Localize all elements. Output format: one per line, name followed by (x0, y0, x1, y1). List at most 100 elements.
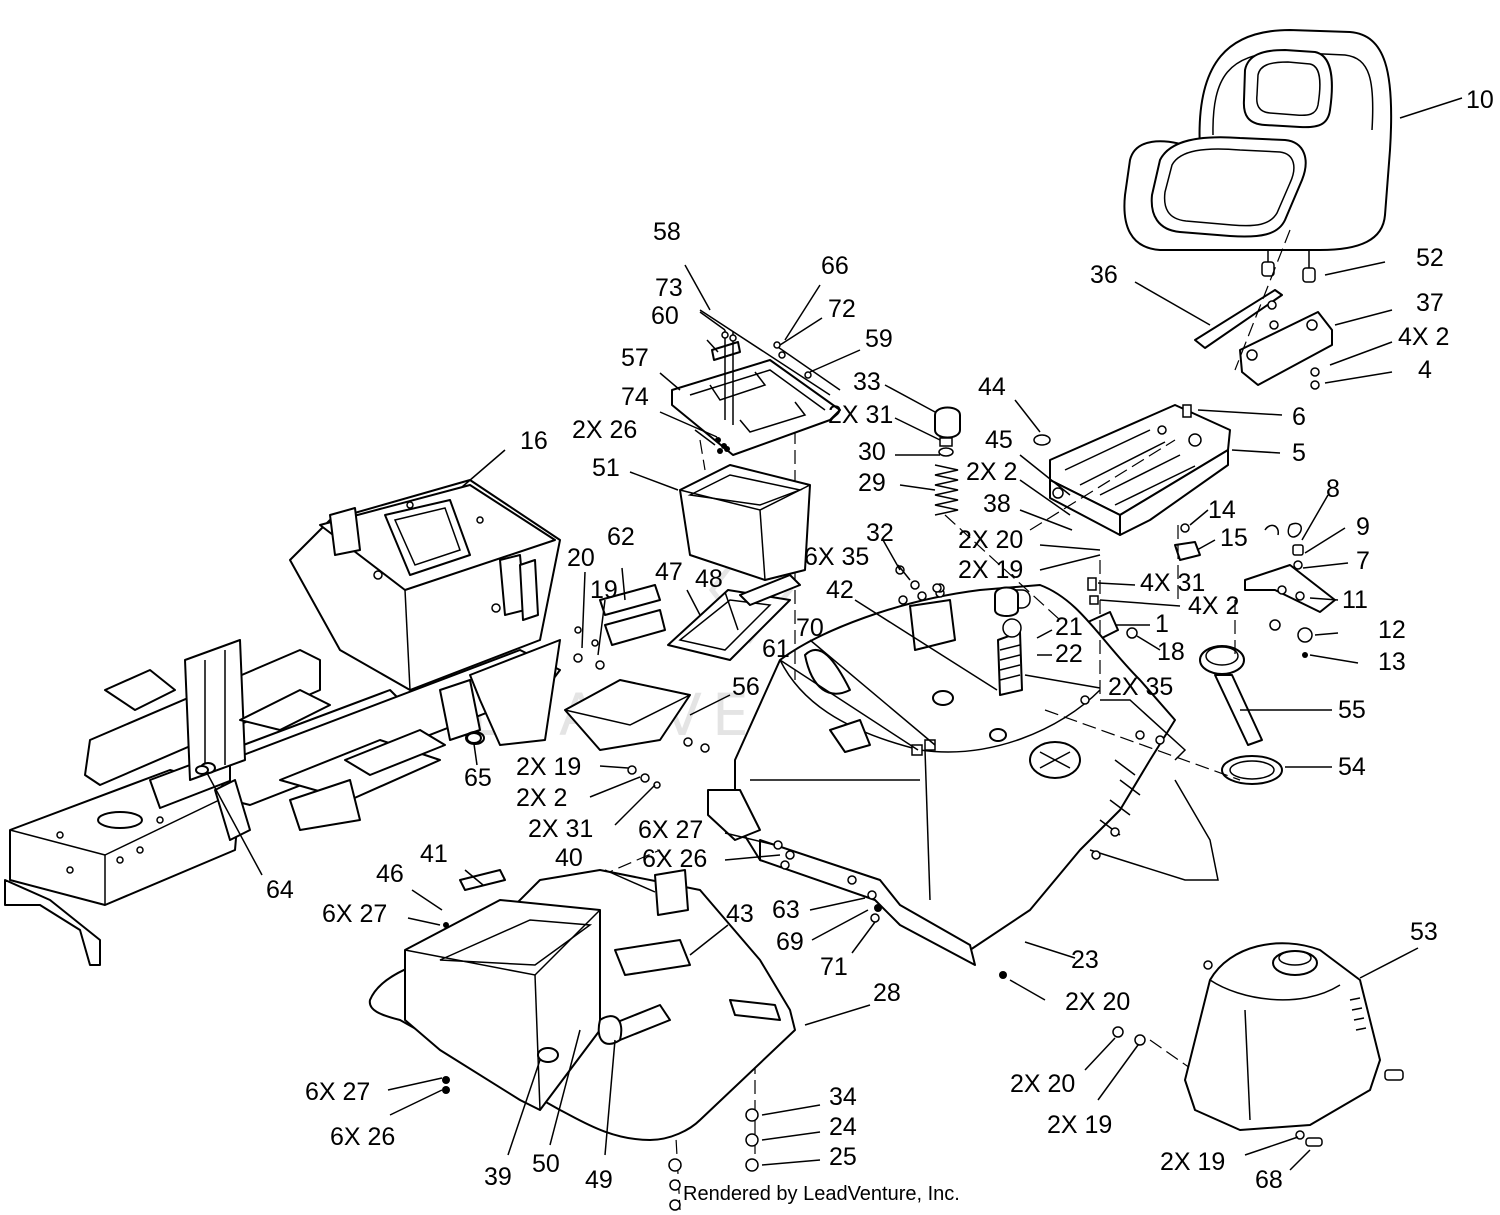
callout-63: 63 (772, 896, 800, 924)
callout-44: 44 (978, 373, 1006, 401)
callout-55: 55 (1338, 696, 1366, 724)
callout-69: 69 (776, 928, 804, 956)
callout-9: 9 (1356, 513, 1370, 541)
battery-hold-down (671, 309, 841, 456)
callout-6x27-b: 6X 27 (322, 900, 387, 928)
callout-2x31-b: 2X 31 (528, 815, 593, 843)
fender-hardware (773, 583, 1165, 979)
callout-59: 59 (865, 325, 893, 353)
callout-48: 48 (695, 565, 723, 593)
callout-5: 5 (1292, 439, 1306, 467)
callout-2x19-d: 2X 19 (1160, 1148, 1225, 1176)
callout-60: 60 (651, 302, 679, 330)
knob-44 (1033, 434, 1051, 446)
callout-46: 46 (376, 860, 404, 888)
callout-11: 11 (1342, 586, 1368, 614)
misc-hardware (195, 565, 942, 775)
callout-42: 42 (826, 576, 854, 604)
fuel-tank (1112, 942, 1404, 1147)
seat-bracket (1239, 311, 1333, 390)
callout-4x2-b: 4X 2 (1188, 592, 1239, 620)
callout-71: 71 (820, 953, 848, 981)
callout-73: 73 (655, 274, 683, 302)
callout-2x26: 2X 26 (572, 416, 637, 444)
callout-14: 14 (1208, 496, 1236, 524)
callout-62: 62 (607, 523, 635, 551)
callout-18: 18 (1157, 638, 1185, 666)
callout-51: 51 (592, 454, 620, 482)
callout-1: 1 (1155, 610, 1169, 638)
callout-6: 6 (1292, 403, 1306, 431)
rendered-credit: Rendered by LeadVenture, Inc. (683, 1183, 960, 1205)
callout-2x2: 2X 2 (966, 458, 1017, 486)
callout-16: 16 (520, 427, 548, 455)
callout-2x2-b: 2X 2 (516, 784, 567, 812)
callout-32: 32 (866, 519, 894, 547)
callout-19: 19 (590, 576, 618, 604)
callout-34: 34 (829, 1083, 857, 1111)
callout-50: 50 (532, 1150, 560, 1178)
callout-2x19: 2X 19 (958, 556, 1023, 584)
callout-49: 49 (585, 1166, 613, 1194)
switch-bracket (1244, 522, 1336, 658)
callout-68: 68 (1255, 1166, 1283, 1194)
callout-10: 10 (1466, 86, 1494, 114)
callout-2x20-c: 2X 20 (1010, 1070, 1075, 1098)
bolt-6 (1182, 404, 1192, 418)
floorpan (368, 869, 796, 1211)
callout-64: 64 (266, 876, 294, 904)
callout-65: 65 (464, 764, 492, 792)
callout-6x27: 6X 27 (638, 816, 703, 844)
callout-36: 36 (1090, 261, 1118, 289)
callout-24: 24 (829, 1113, 857, 1141)
callout-2x19-c: 2X 19 (1047, 1111, 1112, 1139)
callout-66: 66 (821, 252, 849, 280)
callout-56: 56 (732, 673, 760, 701)
callout-6x26-b: 6X 26 (330, 1123, 395, 1151)
callout-4: 4 (1418, 356, 1432, 384)
callout-4x31: 4X 31 (1140, 569, 1205, 597)
callout-39: 39 (484, 1163, 512, 1191)
seat (1123, 29, 1393, 251)
callout-38: 38 (983, 490, 1011, 518)
callout-29: 29 (858, 469, 886, 497)
callout-37: 37 (1416, 289, 1444, 317)
callout-61: 61 (762, 635, 790, 663)
fuel-cap-dipstick (1199, 645, 1283, 785)
callout-21: 21 (1055, 613, 1083, 641)
callout-2x19-b: 2X 19 (516, 753, 581, 781)
callout-30: 30 (858, 438, 886, 466)
battery-box (679, 464, 811, 581)
spring-assembly-left (934, 406, 961, 516)
callout-43: 43 (726, 900, 754, 928)
callout-20: 20 (567, 544, 595, 572)
callout-2x31: 2X 31 (828, 401, 893, 429)
callout-13: 13 (1378, 648, 1406, 676)
callout-2x35: 2X 35 (1108, 673, 1173, 701)
callout-45: 45 (985, 426, 1013, 454)
callout-7: 7 (1356, 547, 1370, 575)
callout-6x26: 6X 26 (642, 845, 707, 873)
callout-15: 15 (1220, 524, 1248, 552)
callout-6x27-c: 6X 27 (305, 1078, 370, 1106)
callout-57: 57 (621, 344, 649, 372)
brackets-and-plates (564, 574, 801, 789)
frame-chassis (4, 479, 561, 966)
callout-8: 8 (1326, 475, 1340, 503)
callout-labels: 10 52 36 37 4X 2 4 6 44 5 45 2X 2 38 14 … (266, 86, 1494, 1194)
callout-28: 28 (873, 979, 901, 1007)
callout-70: 70 (796, 614, 824, 642)
callout-22: 22 (1055, 640, 1083, 668)
callout-72: 72 (828, 295, 856, 323)
seat-plate (1049, 404, 1231, 536)
seat-hardware (1261, 250, 1316, 283)
spring-assembly-right (994, 586, 1019, 617)
rear-fender (707, 584, 1219, 966)
leader-lines (206, 97, 1463, 1171)
callout-12: 12 (1378, 616, 1406, 644)
callout-41: 41 (420, 840, 448, 868)
callout-54: 54 (1338, 753, 1366, 781)
callout-2x20-b: 2X 20 (1065, 988, 1130, 1016)
callout-53: 53 (1410, 918, 1438, 946)
